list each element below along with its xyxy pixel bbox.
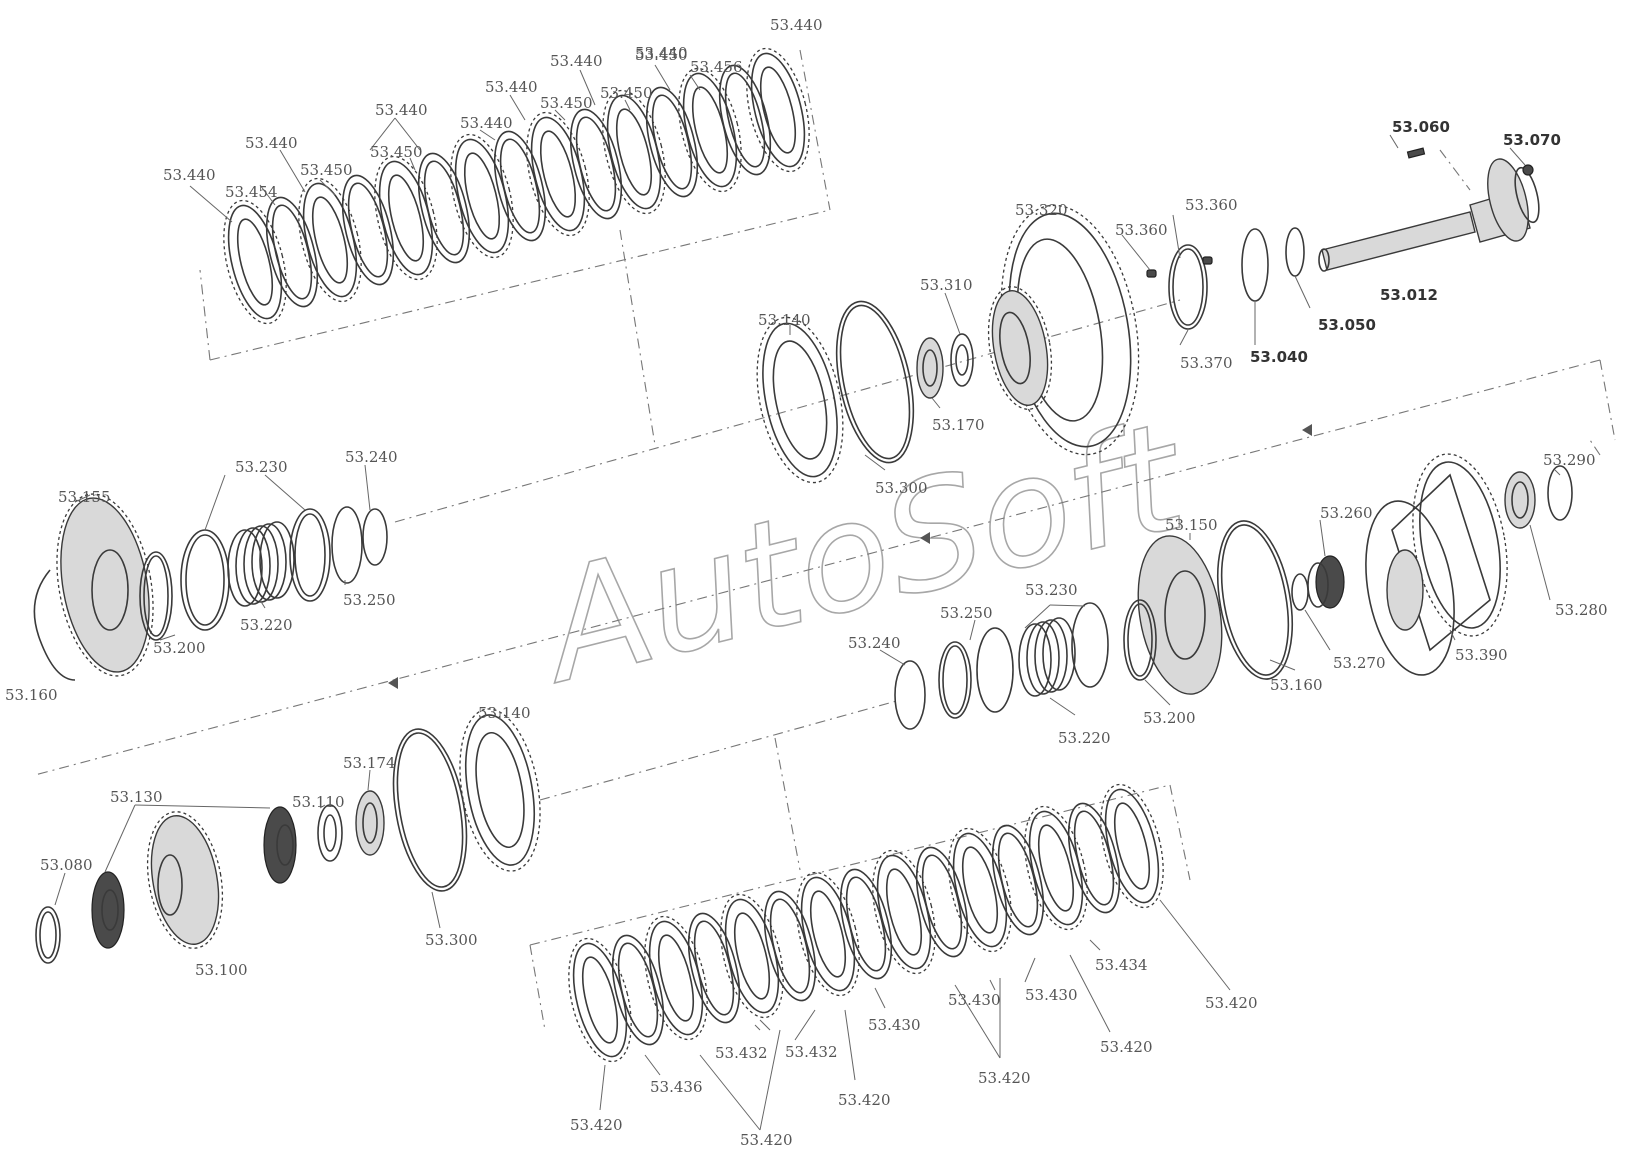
part-label: 53.200 bbox=[153, 639, 206, 657]
part-label: 53.260 bbox=[1320, 504, 1373, 522]
part-label: 53.440 bbox=[635, 44, 688, 62]
part-label: 53.420 bbox=[1205, 994, 1258, 1012]
part-label: 53.160 bbox=[5, 686, 58, 704]
part-label: 53.450 bbox=[300, 161, 353, 179]
part-label: 53.240 bbox=[345, 448, 398, 466]
part-label: 53.080 bbox=[40, 856, 93, 874]
part-label: 53.390 bbox=[1455, 646, 1508, 664]
part-label: 53.170 bbox=[932, 416, 985, 434]
part-label: 53.040 bbox=[1250, 348, 1308, 366]
part-label: 53.270 bbox=[1333, 654, 1386, 672]
part-label: 53.434 bbox=[1095, 956, 1148, 974]
part-label: 53.440 bbox=[163, 166, 216, 184]
left-piston-group bbox=[33, 493, 388, 681]
part-label: 53.110 bbox=[292, 793, 345, 811]
part-label: 53.432 bbox=[785, 1043, 838, 1061]
part-label: 53.420 bbox=[740, 1131, 793, 1149]
part-label: 53.450 bbox=[540, 94, 593, 112]
part-label: 53.130 bbox=[110, 788, 163, 806]
part-label: 53.155 bbox=[58, 488, 111, 506]
part-label: 53.430 bbox=[868, 1016, 921, 1034]
part-label: 53.432 bbox=[715, 1044, 768, 1062]
part-label: 53.230 bbox=[1025, 581, 1078, 599]
part-label: 53.280 bbox=[1555, 601, 1608, 619]
part-label: 53.360 bbox=[1115, 221, 1168, 239]
part-label: 53.450 bbox=[635, 46, 688, 64]
part-label: 53.230 bbox=[235, 458, 288, 476]
part-label: 53.440 bbox=[245, 134, 298, 152]
part-label: 53.440 bbox=[770, 16, 823, 34]
watermark-text: AutoSoft bbox=[521, 389, 1204, 718]
part-label: 53.420 bbox=[570, 1116, 623, 1134]
part-label: 53.140 bbox=[478, 704, 531, 722]
part-label: 53.430 bbox=[948, 991, 1001, 1009]
spring-53-220-right bbox=[1018, 617, 1076, 697]
part-label: 53.050 bbox=[1318, 316, 1376, 334]
part-label: 53.440 bbox=[460, 114, 513, 132]
part-label: 53.454 bbox=[225, 183, 278, 201]
part-label: 53.250 bbox=[343, 591, 396, 609]
part-label: 53.420 bbox=[978, 1069, 1031, 1087]
output-shaft-group bbox=[1146, 147, 1540, 330]
assembly-axes bbox=[34, 49, 1616, 1031]
part-label: 53.300 bbox=[425, 931, 478, 949]
lower-clutch-pack bbox=[568, 783, 1164, 1063]
part-label: 53.220 bbox=[240, 616, 293, 634]
part-label: 53.140 bbox=[758, 311, 811, 329]
part-label: 53.012 bbox=[1380, 286, 1438, 304]
part-label: 53.456 bbox=[690, 58, 743, 76]
input-gear-group bbox=[35, 708, 541, 964]
part-label: 53.150 bbox=[1165, 516, 1218, 534]
part-label: 53.200 bbox=[1143, 709, 1196, 727]
part-label: 53.360 bbox=[1185, 196, 1238, 214]
part-label: 53.060 bbox=[1392, 118, 1450, 136]
part-label: 53.250 bbox=[940, 604, 993, 622]
part-label: 53.430 bbox=[1025, 986, 1078, 1004]
part-label: 53.440 bbox=[485, 78, 538, 96]
part-label: 53.436 bbox=[650, 1078, 703, 1096]
part-label: 53.370 bbox=[1180, 354, 1233, 372]
part-label: 53.174 bbox=[343, 754, 396, 772]
part-label: 53.440 bbox=[375, 101, 428, 119]
part-label: 53.220 bbox=[1058, 729, 1111, 747]
part-label: 53.300 bbox=[875, 479, 928, 497]
part-label: 53.440 bbox=[550, 52, 603, 70]
part-label: 53.420 bbox=[838, 1091, 891, 1109]
part-label: 53.160 bbox=[1270, 676, 1323, 694]
leader-lines bbox=[54, 64, 1561, 1131]
part-label: 53.420 bbox=[1100, 1038, 1153, 1056]
part-label: 53.320 bbox=[1015, 201, 1068, 219]
part-label: 53.310 bbox=[920, 276, 973, 294]
spring-53-220 bbox=[227, 521, 295, 607]
clutch-drum-group bbox=[894, 453, 1573, 730]
part-labels: 53.440 53.454 53.440 53.450 53.440 53.45… bbox=[5, 16, 1608, 1149]
part-label: 53.240 bbox=[848, 634, 901, 652]
part-label: 53.070 bbox=[1503, 131, 1561, 149]
part-label: 53.450 bbox=[370, 143, 423, 161]
part-label: 53.290 bbox=[1543, 451, 1596, 469]
gear-53-320 bbox=[756, 204, 1140, 484]
part-label: 53.100 bbox=[195, 961, 248, 979]
part-label: 53.450 bbox=[600, 84, 653, 102]
